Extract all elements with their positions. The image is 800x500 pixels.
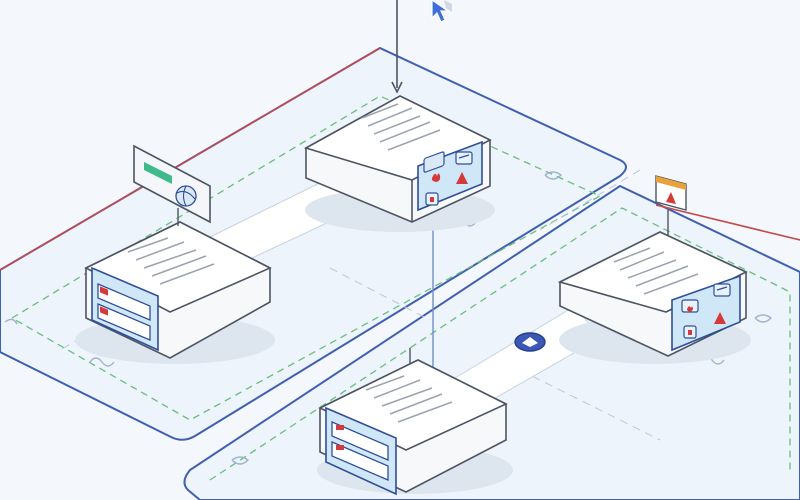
callout-globe-sign [133,144,211,226]
status-card-icon [713,283,731,297]
server-rack-icon [331,441,389,481]
node-right [557,231,751,364]
fire-icon [431,173,441,182]
globe-network-icon [175,185,197,207]
callout-alert-window [655,175,687,236]
mouse-cursor-icon [431,0,452,23]
warning-icon [456,172,468,184]
status-card-icon [455,151,473,165]
bird-emblem-icon [522,337,538,347]
node-left [75,221,275,364]
server-rack-icon [331,421,389,461]
alert-window-icon [666,192,676,204]
lock-icon [425,192,439,206]
server-rack-icon [97,303,151,341]
connector-badge [514,332,546,352]
lock-icon [683,325,697,339]
fire-icon [681,299,699,313]
top-feed-wire [391,0,403,94]
node-top-center [303,95,495,232]
node-bottom [317,348,513,496]
guide-lines [59,169,661,441]
server-rack-icon [97,283,151,321]
warning-icon [714,312,726,324]
